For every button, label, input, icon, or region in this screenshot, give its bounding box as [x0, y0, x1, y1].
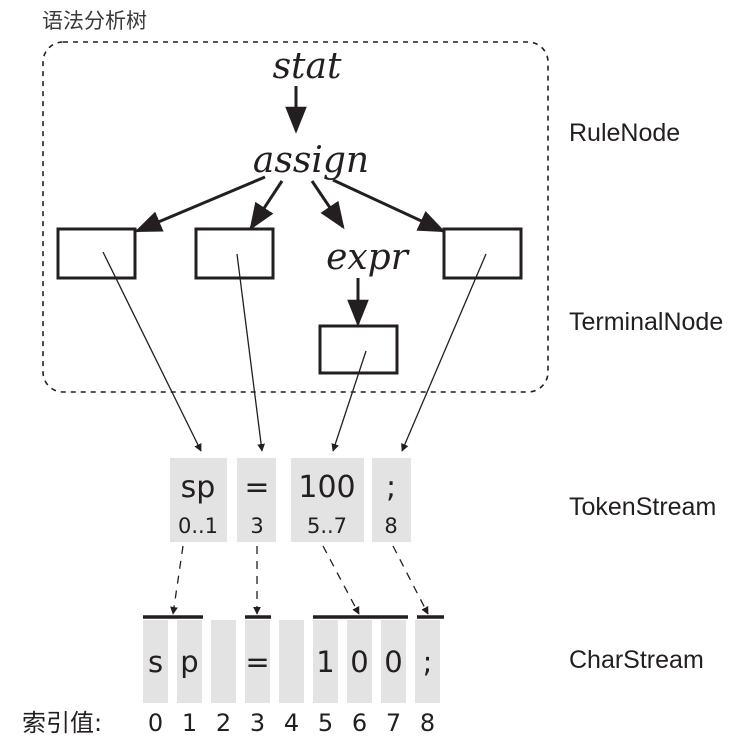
- label-char-stream: CharStream: [569, 646, 704, 674]
- index-value: 8: [420, 709, 435, 737]
- token-box: [237, 458, 276, 542]
- token-range: 0..1: [178, 514, 218, 538]
- token-text: ;: [386, 470, 396, 505]
- rule-node-expr: expr: [326, 237, 410, 278]
- char-cell: [313, 620, 338, 703]
- index-value: 4: [284, 709, 299, 737]
- index-value: 1: [182, 709, 197, 737]
- link-token-sp-chars: [170, 545, 184, 615]
- parse-tree-title: 语法分析树: [42, 9, 147, 33]
- char-text: p: [180, 645, 198, 679]
- char-text: 0: [384, 645, 402, 679]
- char-cell: [415, 620, 440, 703]
- char-cell: [177, 620, 202, 703]
- terminal-node-semicolon: [442, 227, 523, 280]
- char-cell: [143, 620, 168, 703]
- edge-assign-terminal-4: [332, 178, 446, 233]
- rule-node-stat: stat: [273, 46, 342, 87]
- link-terminal-sp-token: [102, 251, 202, 452]
- index-value: 5: [318, 709, 333, 737]
- char-text: 1: [316, 645, 334, 679]
- edge-assign-terminal-2: [249, 180, 284, 231]
- label-rule-node: RuleNode: [569, 119, 680, 147]
- char-text: ;: [423, 645, 433, 679]
- token-text: 100: [298, 470, 355, 505]
- link-terminal-equals-token: [236, 253, 265, 452]
- index-label: 索引值:: [22, 709, 102, 737]
- char-cell: [245, 620, 270, 703]
- token-text: =: [244, 470, 269, 505]
- terminal-node-equals: [194, 227, 275, 280]
- edge-assign-expr: [310, 180, 345, 230]
- char-text: 0: [350, 645, 368, 679]
- terminal-node-sp: [56, 227, 137, 280]
- char-cell: [279, 620, 304, 703]
- char-text: =: [245, 645, 269, 679]
- token-text: sp: [181, 470, 216, 505]
- token-range: 8: [384, 514, 397, 538]
- token-box: [291, 458, 364, 542]
- index-value: 0: [148, 709, 163, 737]
- parse-tree-boundary: [42, 41, 549, 393]
- char-text: s: [148, 645, 163, 679]
- char-cell: [381, 620, 406, 703]
- index-value: 2: [216, 709, 231, 737]
- index-value: 3: [250, 709, 265, 737]
- link-terminal-semicolon-token: [401, 253, 487, 452]
- link-token-100-chars: [322, 545, 360, 615]
- edge-assign-terminal-1: [134, 175, 266, 233]
- label-terminal-node: TerminalNode: [569, 308, 723, 336]
- char-cell: [211, 620, 236, 703]
- rule-node-assign: assign: [253, 140, 369, 181]
- link-terminal-100-token: [331, 350, 367, 452]
- link-token-semicolon-chars: [392, 545, 429, 615]
- token-range: 3: [250, 514, 263, 538]
- label-token-stream: TokenStream: [569, 493, 716, 521]
- token-box: [170, 458, 227, 542]
- char-cell: [347, 620, 372, 703]
- token-stream: sp = 100 ; 0..1 3 5..7 8: [170, 458, 411, 542]
- terminal-node-100: [318, 324, 399, 375]
- token-box: [372, 458, 411, 542]
- token-range: 5..7: [307, 514, 347, 538]
- index-value: 6: [352, 709, 367, 737]
- index-value: 7: [386, 709, 401, 737]
